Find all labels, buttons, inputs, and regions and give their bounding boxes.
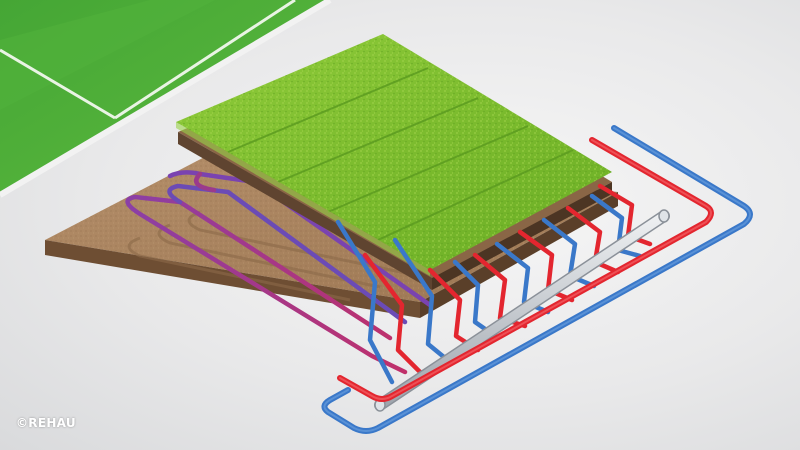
loop-pipe-1	[125, 194, 408, 375]
supply-riser	[597, 183, 653, 247]
return-riser	[392, 237, 453, 365]
turf-layer	[176, 34, 612, 276]
return-main-inner	[323, 127, 751, 432]
return-riser	[589, 193, 643, 259]
supply-main-inner	[339, 139, 712, 400]
supply-riser	[362, 252, 423, 375]
copyright-label: ©REHAU	[16, 416, 76, 430]
loop-pipe-2	[167, 183, 408, 325]
pipe-loops	[125, 170, 433, 375]
supply-riser	[517, 229, 575, 303]
pitch-background	[0, 0, 332, 198]
loop-pipe-4	[194, 171, 217, 193]
riser-pipes	[335, 183, 653, 385]
distribution-pipes	[321, 125, 753, 434]
return-riser	[541, 217, 597, 289]
supply-riser	[565, 205, 621, 275]
return-riser	[335, 219, 395, 385]
